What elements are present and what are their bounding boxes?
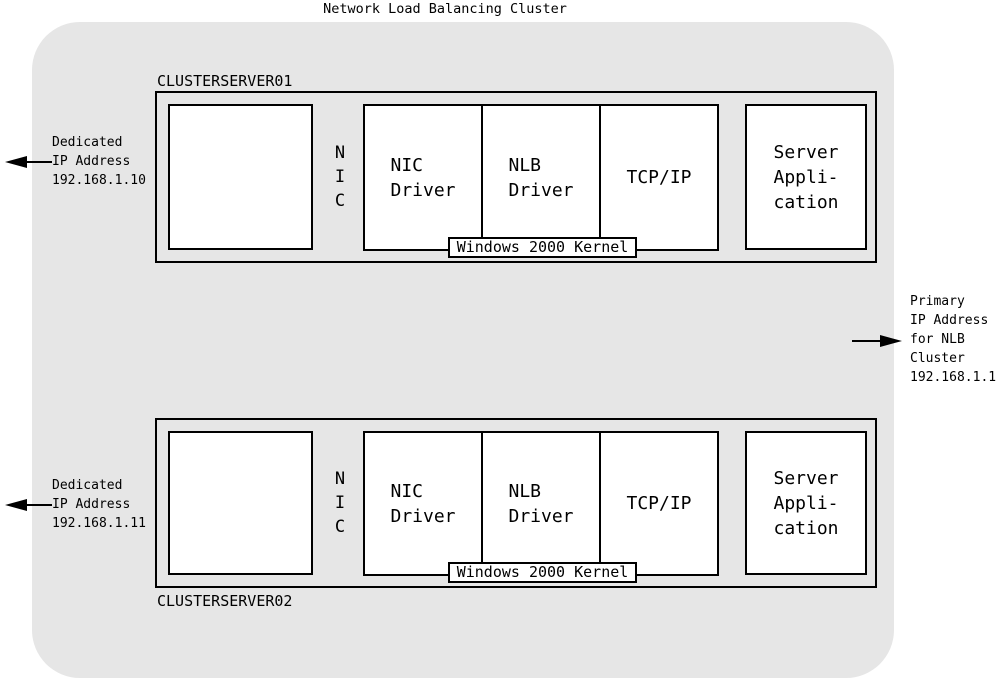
- server1-tcpip-box: TCP/IP: [599, 106, 717, 249]
- arrow-left-icon: [5, 156, 52, 168]
- server2-kernel-label: Windows 2000 Kernel: [448, 562, 637, 583]
- server1-label: CLUSTERSERVER01: [157, 72, 293, 90]
- server1-nic-hardware-box: [168, 104, 313, 250]
- tcpip-label: TCP/IP: [626, 167, 692, 188]
- tcpip-label: TCP/IP: [626, 493, 692, 514]
- diagram-title: Network Load Balancing Cluster: [323, 1, 567, 17]
- server2-nic-hardware-box: [168, 431, 313, 575]
- server2-tcpip-box: TCP/IP: [599, 433, 717, 574]
- arrow-left-icon: [5, 499, 52, 511]
- arrow-right-icon: [852, 335, 902, 347]
- server2-label: CLUSTERSERVER02: [157, 592, 293, 610]
- server1-kernel-label: Windows 2000 Kernel: [448, 237, 637, 258]
